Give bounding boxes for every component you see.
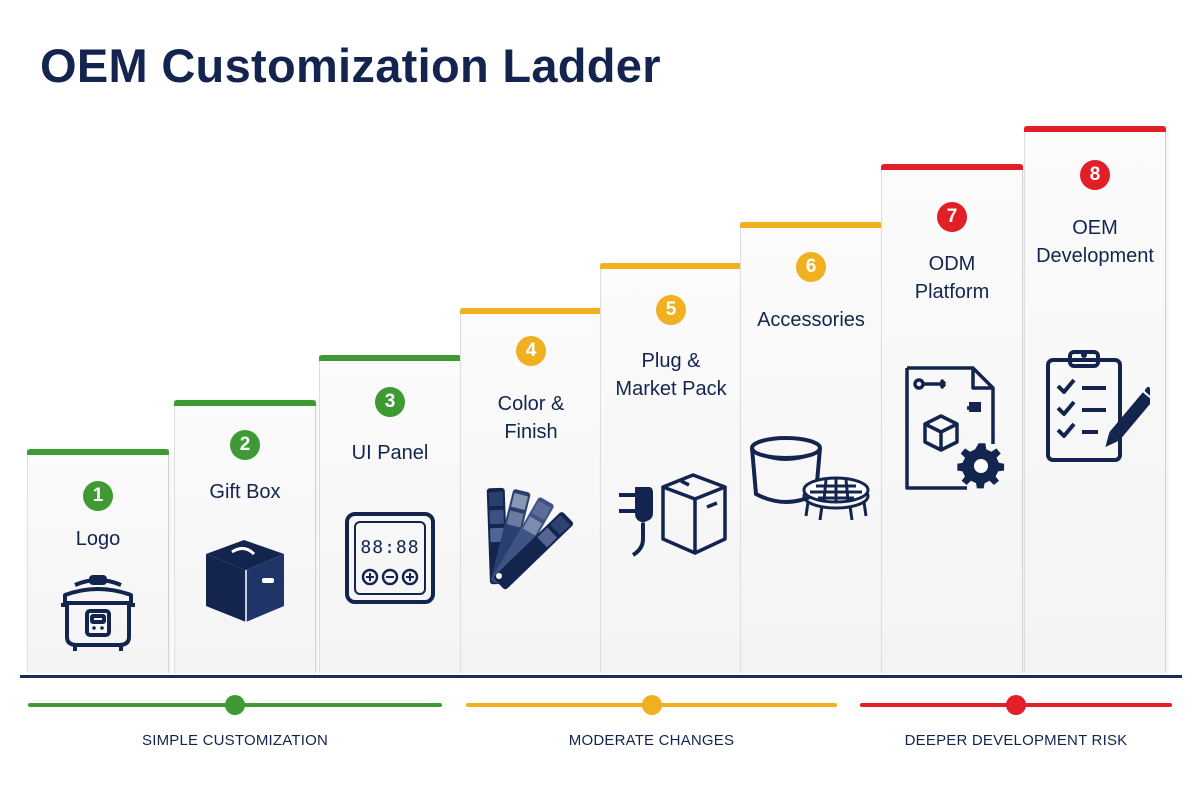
step-number-badge: 1 [83,481,113,511]
band-marker [1006,695,1026,715]
band-line-deeper [860,695,1172,715]
step-level-bar [174,400,316,406]
band-label-moderate: MODERATE CHANGES [568,732,735,749]
step-label: OEM Development [1036,217,1154,267]
step-level-bar [1024,126,1166,132]
step-number-badge: 2 [230,430,260,460]
step-number-badge: 6 [796,252,826,282]
band-marker [641,695,662,715]
gift-box-icon [200,526,290,631]
ladder-step-8: 8 OEM Development [1024,126,1166,673]
step-level-bar [600,263,742,269]
step-level-bar [27,449,169,455]
step-number-badge: 7 [937,202,967,232]
pot-and-rack-icon [746,432,876,537]
band-label-simple: SIMPLE CUSTOMIZATION [142,732,328,749]
step-level-bar [740,222,882,228]
band-line-simple [28,695,442,715]
ladder-step-6: 6 Accessories [740,222,882,673]
ladder-step-5: 5 Plug & Market Pack [600,263,742,673]
ladder-step-3: 3 UI Panel 88:88 [319,355,461,673]
step-level-bar [319,355,461,361]
step-number-badge: 3 [375,387,405,417]
control-panel-icon: 88:88 [344,511,436,610]
band-marker [225,695,245,715]
ladder-step-2: 2 Gift Box [174,400,316,673]
step-level-bar [881,164,1023,170]
step-number-badge: 8 [1080,160,1110,190]
blueprint-gear-icon [897,364,1007,499]
rice-cooker-icon [55,569,141,660]
band-label-deeper: DEEPER DEVELOPMENT RISK [904,732,1128,749]
ladder-step-4: 4 Color & Finish [460,308,602,673]
plug-and-box-icon [613,465,729,574]
ladder-baseline [20,675,1182,678]
clipboard-checklist-icon [1040,346,1158,471]
step-label: ODM Platform [914,253,990,303]
step-number-badge: 4 [516,336,546,366]
step-label: Plug & Market Pack [615,350,727,400]
step-number-badge: 5 [656,295,686,325]
ladder-step-7: 7 ODM Platform [881,164,1023,673]
band-line-moderate [466,695,837,715]
color-swatch-icon [481,484,581,599]
step-level-bar [460,308,602,314]
step-label: Logo [75,528,121,550]
ladder-step-1: 1 Logo [27,449,169,673]
step-label: UI Panel [351,442,429,464]
step-label: Color & Finish [497,393,565,443]
panel-display-digits: 88:88 [360,537,420,558]
step-label: Gift Box [209,481,281,503]
page-title: OEM Customization Ladder [40,39,661,92]
step-label: Accessories [757,309,865,331]
